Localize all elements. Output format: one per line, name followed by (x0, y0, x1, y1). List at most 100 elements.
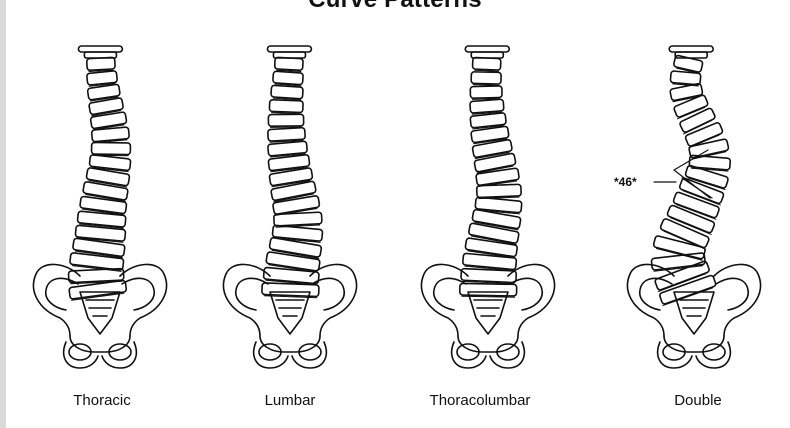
pelvic-brim (259, 335, 321, 353)
right-inner-wing (509, 277, 544, 311)
disc (662, 287, 714, 307)
vertebra (659, 274, 717, 305)
right-ischium (489, 341, 526, 369)
vertebra (688, 138, 730, 159)
right-iliac-wing (119, 263, 168, 337)
spine-thoracolumbar (420, 45, 556, 369)
axis-cap (674, 51, 708, 59)
vertebra (268, 99, 304, 114)
right-obturator (496, 343, 520, 361)
left-inner-wing (234, 277, 269, 311)
sacrum (673, 291, 715, 335)
disc (91, 167, 129, 173)
vertebra (261, 282, 320, 298)
vertebra (678, 177, 725, 205)
caption-double: Double (674, 392, 722, 409)
vertebra (471, 56, 502, 71)
sacral-lines (473, 299, 503, 317)
disc (470, 235, 517, 246)
disc (476, 165, 514, 174)
vertebra (76, 210, 127, 228)
vertebra (86, 83, 121, 101)
vertebra (90, 141, 132, 156)
cobb-angle-label: *46* (614, 175, 637, 189)
left-iliac-wing (32, 263, 81, 337)
disc (79, 223, 124, 229)
vertebra (88, 97, 124, 116)
disc (653, 265, 704, 272)
vertebra (666, 204, 716, 234)
disc (91, 110, 122, 117)
vertebra (460, 267, 518, 284)
vertebra (67, 267, 125, 284)
vertebra (654, 260, 710, 291)
disc (670, 217, 712, 235)
right-ischium (695, 341, 732, 369)
cobb-upper-line (673, 149, 709, 171)
cobb-angle-marker (653, 149, 713, 199)
right-inner-wing (121, 277, 156, 311)
vertebra (471, 208, 522, 230)
disc (74, 250, 123, 259)
disc (462, 280, 515, 285)
left-obturator (258, 343, 282, 361)
caption-thoracolumbar: Thoracolumbar (429, 392, 531, 409)
vertebra (672, 191, 720, 219)
disc (272, 97, 302, 101)
disc (472, 84, 500, 86)
sacral-lines (679, 299, 709, 317)
sacrum (467, 291, 509, 335)
left-obturator (68, 343, 92, 361)
vertebra (68, 279, 128, 300)
pelvic-brim (663, 335, 725, 353)
left-inner-wing (44, 277, 79, 311)
left-ischium (450, 341, 487, 369)
disc (270, 166, 308, 173)
disc (474, 221, 519, 231)
disc (474, 69, 500, 72)
disc (269, 140, 304, 143)
vertebra (85, 56, 116, 72)
left-iliac-wing (626, 263, 675, 337)
disc (655, 247, 703, 261)
left-inner-wing (432, 277, 467, 311)
vertebra (90, 126, 130, 143)
vertebra (267, 113, 305, 128)
vertebra (267, 126, 306, 142)
disc (89, 96, 118, 102)
right-iliac-wing (507, 263, 556, 337)
vertebra (469, 85, 503, 99)
disc (472, 125, 505, 130)
vertebra (659, 218, 710, 249)
vertebra (470, 71, 502, 85)
left-iliac-wing (222, 263, 271, 337)
right-obturator (702, 343, 726, 361)
atlas-cap (77, 45, 124, 53)
disc (88, 180, 128, 188)
vertebra (268, 236, 323, 258)
right-iliac-wing (309, 263, 358, 337)
disc (682, 190, 721, 206)
disc (691, 151, 727, 160)
vertebra (265, 251, 321, 272)
disc (672, 83, 699, 87)
vertebra (684, 164, 729, 189)
vertebra (268, 167, 314, 187)
disc (71, 292, 125, 301)
vertebra (673, 54, 704, 73)
disc (471, 111, 503, 115)
disc (676, 204, 717, 220)
vertebra (273, 56, 304, 71)
disc (263, 295, 318, 299)
cobb-perp-line (681, 177, 713, 199)
disc (269, 153, 306, 158)
vertebra (469, 98, 505, 114)
sacrum (269, 291, 311, 335)
vertebra (684, 122, 724, 147)
atlas-cap (668, 45, 714, 53)
right-obturator (298, 343, 322, 361)
vertebra (270, 84, 304, 100)
disc (271, 249, 320, 259)
right-ischium (101, 341, 138, 369)
